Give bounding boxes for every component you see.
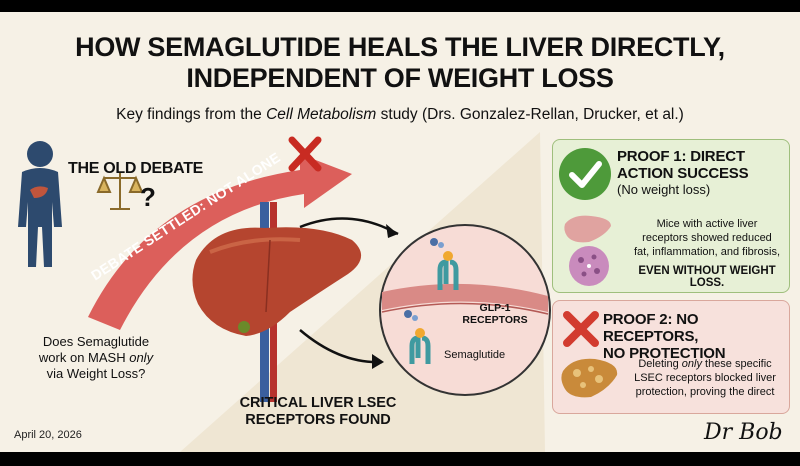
proof2-title: PROOF 2: NO RECEPTORS, NO PROTECTION bbox=[603, 311, 726, 362]
receptor-icon bbox=[409, 328, 431, 364]
proof2-card: PROOF 2: NO RECEPTORS, NO PROTECTION Del… bbox=[552, 300, 790, 414]
lsec-zoom-circle bbox=[379, 224, 551, 396]
scales-icon bbox=[96, 172, 144, 210]
mash-question: Does Semaglutide work on MASH only via W… bbox=[38, 334, 154, 381]
tissue-icon bbox=[569, 246, 609, 286]
liver-icon bbox=[192, 202, 362, 402]
liver-icon bbox=[564, 215, 611, 243]
illustration-layer bbox=[18, 132, 551, 452]
red-x-icon bbox=[288, 136, 322, 172]
proof1-emphasis: EVEN WITHOUT WEIGHT LOSS. bbox=[638, 265, 776, 289]
green-check-icon bbox=[559, 148, 611, 200]
person-silhouette-icon bbox=[18, 141, 62, 267]
fatty-liver-icon bbox=[561, 358, 618, 398]
semaglutide-molecule-icon bbox=[404, 310, 418, 321]
date-label: April 20, 2026 bbox=[14, 429, 82, 441]
page-subtitle: Key findings from the Cell Metabolism st… bbox=[116, 106, 684, 123]
receptor-icon bbox=[437, 251, 459, 290]
journal-name: Cell Metabolism bbox=[266, 106, 377, 123]
page-title-line2: INDEPENDENT OF WEIGHT LOSS bbox=[186, 63, 614, 93]
glp1-receptors-label: GLP-1 RECEPTORS bbox=[462, 302, 528, 326]
infographic: HOW SEMAGLUTIDE HEALS THE LIVER DIRECTLY… bbox=[0, 12, 800, 452]
old-debate-label: THE OLD DEBATE bbox=[68, 160, 204, 177]
semaglutide-label: Semaglutide bbox=[444, 349, 506, 361]
proof1-subtitle: (No weight loss) bbox=[617, 182, 711, 197]
debate-banner bbox=[88, 154, 352, 330]
signature: Dr Bob bbox=[704, 420, 783, 445]
semaglutide-molecule-icon bbox=[430, 238, 444, 248]
proof2-body: Deleting only these specific LSEC recept… bbox=[634, 358, 776, 398]
proof1-card: PROOF 1: DIRECT ACTION SUCCESS (No weigh… bbox=[552, 139, 790, 293]
question-mark: ? bbox=[140, 182, 156, 212]
proof1-title: PROOF 1: DIRECT ACTION SUCCESS bbox=[617, 148, 749, 182]
red-x-icon bbox=[563, 311, 599, 347]
proof1-body: Mice with active liver receptors showed … bbox=[633, 218, 781, 258]
page-title: HOW SEMAGLUTIDE HEALS THE LIVER DIRECTLY… bbox=[75, 32, 725, 62]
lsec-found-caption: CRITICAL LIVER LSEC RECEPTORS FOUND bbox=[239, 395, 397, 428]
